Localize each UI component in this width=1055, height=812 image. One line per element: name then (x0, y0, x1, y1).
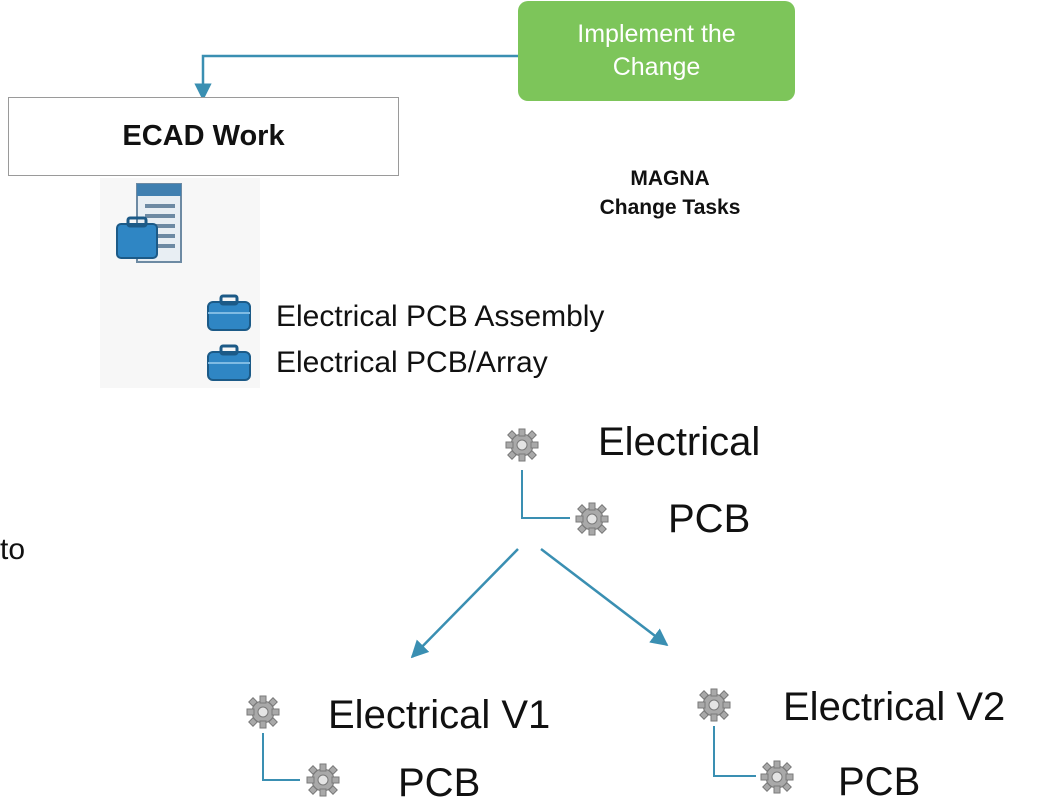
node-electrical-v1: Electrical V1 (328, 693, 551, 737)
ecad-work-title: ECAD Work (122, 120, 285, 152)
gear-icon (246, 695, 280, 729)
node-pcb-v2: PCB (838, 760, 921, 804)
node-electrical: Electrical (598, 420, 761, 464)
change-tasks-line2: Change Tasks (599, 196, 741, 219)
ecad-work-box: ECAD Work (8, 97, 399, 176)
gear-icon (575, 502, 609, 536)
document-icon (116, 183, 182, 263)
v2-elbow-connector (713, 726, 756, 777)
node-pcb-v1: PCB (398, 761, 481, 805)
gear-icon (306, 763, 340, 797)
implement-change-line1: Implement the (577, 20, 736, 48)
root-elbow-connector (521, 470, 570, 519)
tree-item-pcb-assembly: Electrical PCB Assembly (276, 300, 605, 333)
node-pcb-root: PCB (668, 497, 751, 541)
change-tasks-caption: MAGNA Change Tasks (560, 164, 780, 222)
branch-arrow-v1 (410, 548, 519, 659)
implement-change-line2: Change (612, 53, 701, 81)
node-electrical-v2: Electrical V2 (783, 685, 1006, 729)
v1-elbow-connector (262, 733, 300, 781)
branch-arrow-v2 (540, 548, 669, 647)
implement-change-box: Implement the Change (518, 1, 795, 101)
gear-icon (760, 760, 794, 794)
briefcase-icon (207, 294, 251, 331)
gear-icon (697, 688, 731, 722)
gear-icon (505, 428, 539, 462)
change-tasks-line1: MAGNA (630, 167, 710, 190)
tree-item-pcb-array: Electrical PCB/Array (276, 346, 548, 379)
implement-to-ecad-arrow (194, 54, 518, 101)
briefcase-icon (207, 344, 251, 381)
clipped-side-text: to (0, 533, 26, 566)
